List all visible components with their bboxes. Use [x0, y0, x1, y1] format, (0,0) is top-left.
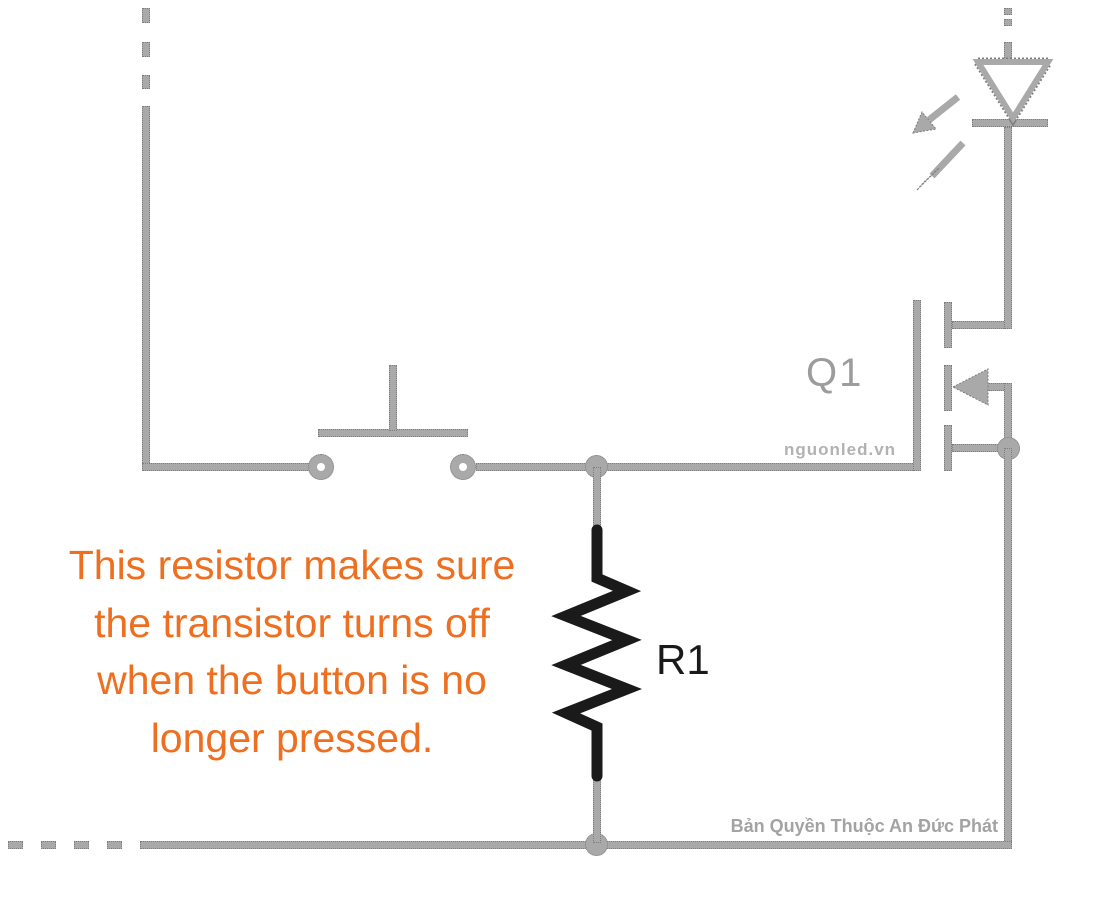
annotation-text: This resistor makes sure the transistor … — [22, 537, 562, 767]
wire-left-horizontal — [142, 463, 310, 471]
mosfet-body-arrow-icon — [951, 368, 989, 406]
wire-drain-horizontal — [952, 321, 1012, 329]
led-emission-arrow-2-shaft — [929, 140, 966, 179]
mosfet-drain-bar — [944, 302, 952, 348]
led-triangle-icon — [972, 59, 1054, 124]
led-cathode-bar — [972, 119, 1048, 127]
wire-dash-bottom-left-3 — [74, 841, 89, 849]
resistor-label: R1 — [656, 636, 710, 683]
mosfet-body-bar — [944, 365, 952, 411]
led-emission-arrow-1-shaft — [926, 94, 961, 123]
wire-resistor-top-lead — [593, 467, 601, 531]
led-triangle-outline — [969, 57, 1057, 127]
wire-dash-led-top-2 — [1004, 19, 1012, 26]
copyright-text: Bản Quyền Thuộc An Đức Phát — [730, 816, 998, 836]
wire-bottom-horizontal — [140, 841, 1012, 849]
led-emission-arrow-1-head — [912, 111, 937, 134]
led-emission-arrow-1 — [912, 94, 961, 134]
wire-dash-top-left-1 — [142, 8, 150, 23]
wire-led-to-drain — [1004, 127, 1012, 329]
annotation-line-3: when the button is no — [97, 657, 487, 703]
wire-right-vertical — [1004, 448, 1012, 849]
button-terminal-left-icon — [308, 454, 334, 480]
mosfet-gate-line — [913, 300, 921, 471]
wire-left-vertical — [142, 106, 150, 471]
wire-dash-top-left-3 — [142, 75, 150, 89]
button-plunger-stem — [389, 365, 397, 431]
watermark-text: nguonled.vn — [784, 440, 897, 459]
wire-dash-led-top-1 — [1004, 8, 1012, 15]
wire-dash-bottom-left-1 — [8, 841, 23, 849]
led-emission-arrow-2-head — [916, 167, 940, 191]
transistor-label: Q1 — [806, 351, 864, 395]
annotation-line-4: longer pressed. — [150, 714, 434, 761]
mosfet-source-bar — [944, 425, 952, 471]
annotation-line-2: the transistor turns off — [94, 599, 490, 646]
wire-button-to-gate — [476, 463, 921, 471]
wire-dash-bottom-left-4 — [107, 841, 122, 849]
wire-dash-top-left-2 — [142, 42, 150, 57]
button-terminal-right-icon — [450, 454, 476, 480]
resistor-zigzag-icon — [551, 524, 643, 782]
wire-led-anode — [1004, 42, 1012, 62]
annotation-line-1: This resistor makes sure — [68, 542, 516, 588]
led-emission-arrow-2 — [916, 140, 966, 191]
wire-dash-bottom-left-2 — [41, 841, 56, 849]
wire-resistor-bottom-lead — [593, 772, 601, 843]
